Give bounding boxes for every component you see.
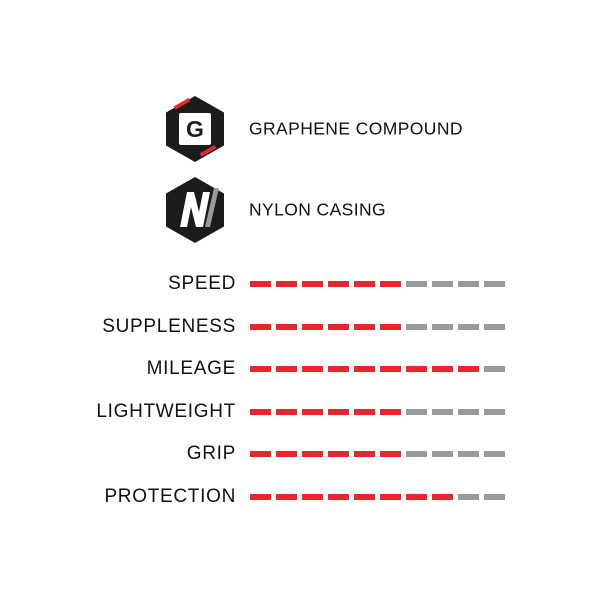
rating-segment-filled	[380, 323, 401, 330]
rating-segment-filled	[354, 408, 375, 415]
rating-segment-empty	[458, 408, 479, 415]
rating-segment-filled	[250, 493, 271, 500]
rating-segment-filled	[328, 323, 349, 330]
rating-segment-filled	[432, 366, 453, 373]
rating-segment-empty	[484, 408, 505, 415]
rating-segment-filled	[458, 366, 479, 373]
rating-segment-empty	[432, 408, 453, 415]
rating-row-suppleness: SUPPLENESS	[0, 306, 600, 349]
rating-segment-filled	[380, 451, 401, 458]
rating-segment-empty	[484, 451, 505, 458]
rating-row-protection: PROTECTION	[0, 476, 600, 519]
graphene-hexagon-icon: G	[166, 96, 224, 162]
rating-segment-filled	[328, 366, 349, 373]
rating-segment-filled	[276, 281, 297, 288]
rating-segment-filled	[302, 366, 323, 373]
rating-segment-filled	[354, 451, 375, 458]
rating-segment-filled	[302, 451, 323, 458]
rating-label: GRIP	[186, 443, 236, 465]
rating-segment-empty	[406, 408, 427, 415]
rating-segment-empty	[458, 281, 479, 288]
rating-segment-empty	[432, 281, 453, 288]
rating-segment-filled	[276, 323, 297, 330]
rating-segment-filled	[276, 493, 297, 500]
rating-segment-filled	[302, 323, 323, 330]
rating-segment-filled	[380, 366, 401, 373]
nylon-letter: N	[160, 175, 161, 176]
rating-segment-empty	[458, 451, 479, 458]
feature-graphene: G GRAPHENE COMPOUND	[160, 94, 463, 164]
rating-segment-filled	[250, 323, 271, 330]
rating-segment-empty	[458, 323, 479, 330]
rating-segment-empty	[432, 323, 453, 330]
rating-segment-filled	[328, 408, 349, 415]
rating-segment-filled	[250, 281, 271, 288]
rating-bar	[250, 366, 505, 373]
rating-segment-filled	[380, 408, 401, 415]
rating-row-speed: SPEED	[0, 263, 600, 306]
rating-segment-filled	[302, 281, 323, 288]
rating-segment-filled	[380, 493, 401, 500]
rating-segment-filled	[406, 493, 427, 500]
feature-label-nylon: NYLON CASING	[249, 199, 387, 220]
rating-row-mileage: MILEAGE	[0, 348, 600, 391]
rating-segment-empty	[406, 323, 427, 330]
rating-segment-filled	[302, 493, 323, 500]
rating-bar	[250, 323, 505, 330]
feature-nylon: N NYLON CASING	[160, 175, 386, 245]
rating-bar	[250, 493, 505, 500]
rating-segment-filled	[250, 366, 271, 373]
rating-bar	[250, 451, 505, 458]
rating-segment-empty	[484, 493, 505, 500]
rating-segment-empty	[458, 493, 479, 500]
rating-row-lightweight: LIGHTWEIGHT	[0, 391, 600, 434]
rating-segment-filled	[276, 408, 297, 415]
rating-segment-filled	[432, 493, 453, 500]
rating-label: SPEED	[168, 273, 236, 295]
rating-segment-filled	[250, 408, 271, 415]
rating-segment-filled	[380, 281, 401, 288]
rating-segment-empty	[406, 451, 427, 458]
graphene-letter: G	[186, 116, 204, 142]
rating-label: MILEAGE	[146, 358, 236, 380]
rating-segment-filled	[328, 281, 349, 288]
rating-list: SPEED SUPPLENESS MILEAGE LIGHTWEIGHT GRIP PRO…	[0, 263, 600, 518]
feature-label-graphene: GRAPHENE COMPOUND	[249, 118, 463, 139]
rating-segment-empty	[406, 281, 427, 288]
rating-segment-filled	[276, 451, 297, 458]
rating-segment-filled	[354, 366, 375, 373]
rating-label: LIGHTWEIGHT	[96, 400, 236, 422]
rating-segment-filled	[250, 451, 271, 458]
rating-segment-empty	[484, 366, 505, 373]
rating-label: PROTECTION	[104, 485, 236, 507]
rating-segment-filled	[302, 408, 323, 415]
rating-segment-filled	[354, 323, 375, 330]
rating-label: SUPPLENESS	[102, 315, 236, 337]
rating-bar	[250, 281, 505, 288]
rating-segment-filled	[354, 281, 375, 288]
rating-segment-filled	[328, 451, 349, 458]
rating-segment-filled	[354, 493, 375, 500]
rating-segment-empty	[484, 323, 505, 330]
rating-segment-empty	[432, 451, 453, 458]
rating-segment-filled	[406, 366, 427, 373]
rating-bar	[250, 408, 505, 415]
rating-segment-filled	[276, 366, 297, 373]
rating-segment-filled	[328, 493, 349, 500]
rating-segment-empty	[484, 281, 505, 288]
rating-row-grip: GRIP	[0, 433, 600, 476]
nylon-hexagon-icon: N	[160, 175, 224, 243]
